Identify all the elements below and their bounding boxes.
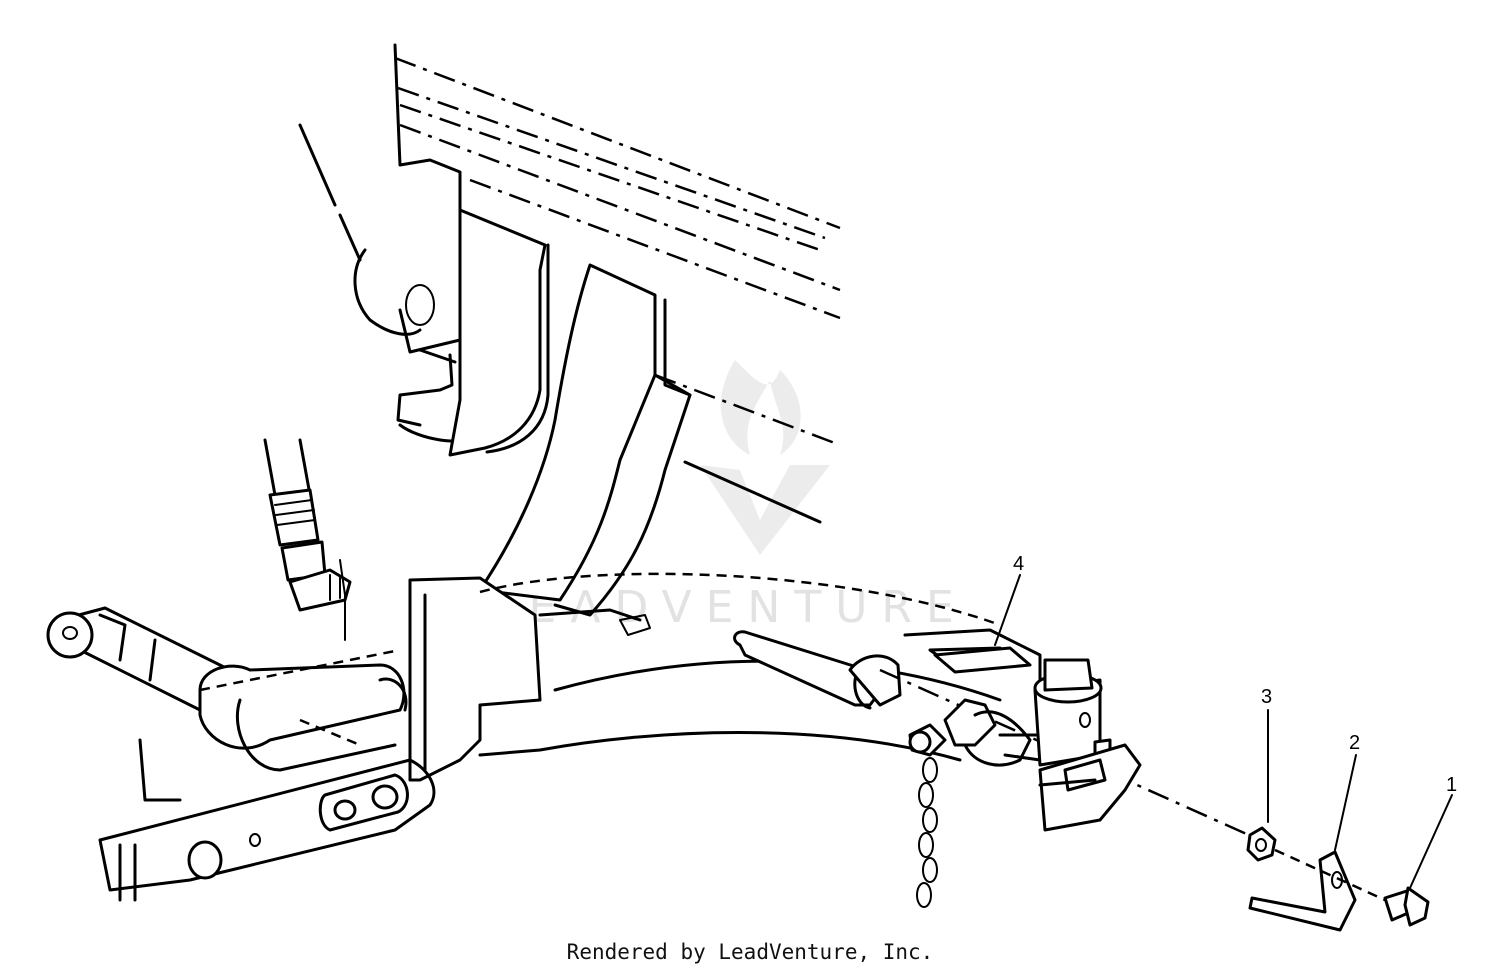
callout-2: 2 xyxy=(1349,732,1360,754)
curved-support-plates xyxy=(448,208,692,617)
angle-bracket xyxy=(1248,850,1357,932)
pivot-axle xyxy=(46,606,408,772)
hex-nut xyxy=(1246,826,1277,862)
hydraulic-hose xyxy=(263,438,352,641)
render-credit: Rendered by LeadVenture, Inc. xyxy=(566,940,934,964)
callout-4: 4 xyxy=(1013,553,1024,575)
callout-3: 3 xyxy=(1261,686,1272,708)
hex-bolt xyxy=(1274,848,1430,927)
leader-lines xyxy=(994,574,1453,889)
safety-chain xyxy=(916,757,938,908)
hitch-pin-assembly xyxy=(908,698,1042,767)
callout-1: 1 xyxy=(1446,774,1457,796)
main-frame xyxy=(98,572,1002,902)
tractor-body-panel xyxy=(298,43,841,524)
decal-plate xyxy=(933,646,1032,674)
hitch-block xyxy=(1033,658,1142,832)
